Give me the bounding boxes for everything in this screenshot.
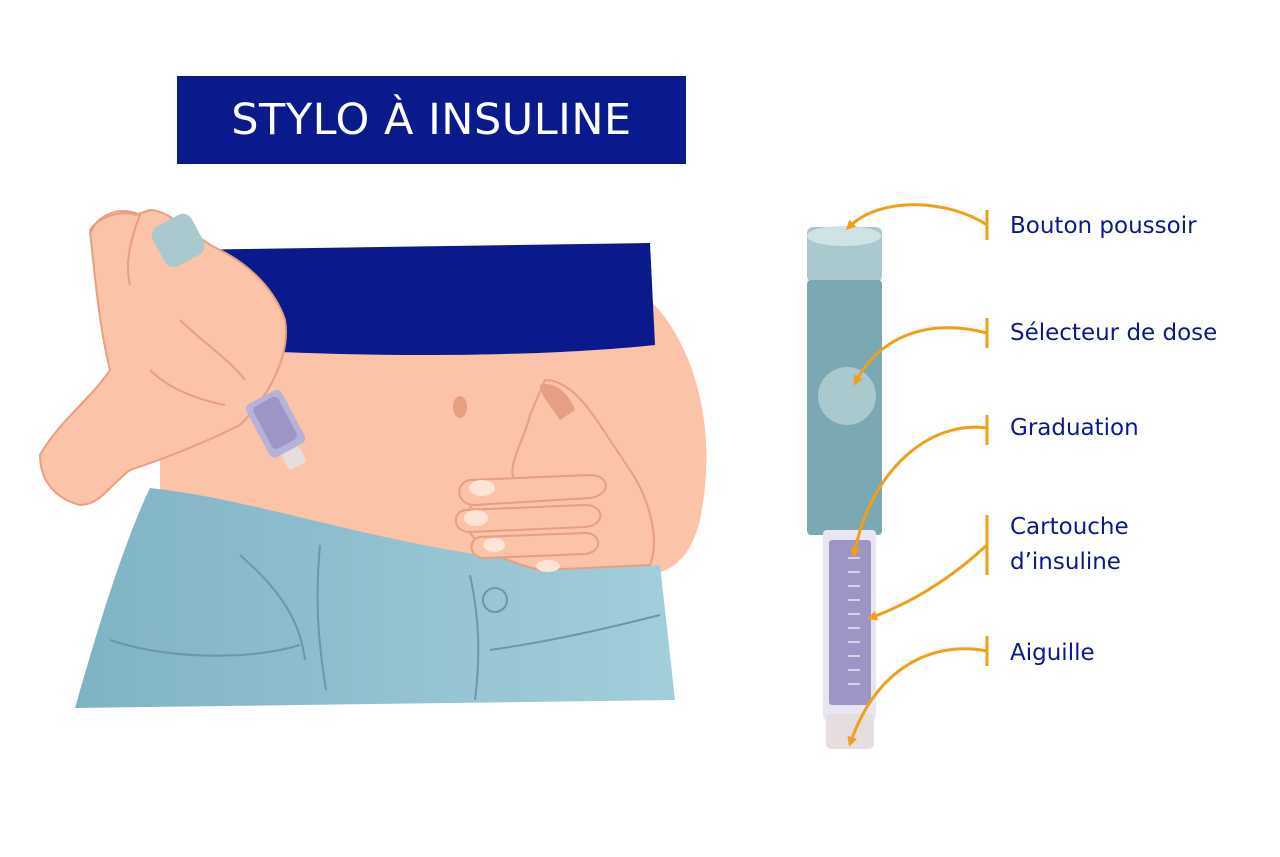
graduation-marks bbox=[848, 557, 860, 685]
dose-selector-dial bbox=[818, 367, 876, 425]
injecting-hand bbox=[38, 208, 306, 507]
pinching-hand bbox=[454, 378, 655, 572]
abdomen-illustration bbox=[38, 208, 707, 708]
pen-in-hand bbox=[151, 213, 306, 470]
insulin-pen-diagram bbox=[807, 226, 882, 749]
label-needle: Aiguille bbox=[1010, 640, 1095, 666]
page-title: STYLO À INSULINE bbox=[231, 95, 632, 145]
label-dose-selector: Sélecteur de dose bbox=[1010, 320, 1218, 346]
jeans bbox=[75, 488, 675, 708]
label-cartridge-line1: Cartouche bbox=[1010, 514, 1129, 540]
needle-cap bbox=[826, 714, 874, 749]
navel bbox=[453, 396, 467, 418]
label-graduation: Graduation bbox=[1010, 415, 1139, 441]
label-push-button: Bouton poussoir bbox=[1010, 213, 1197, 239]
shirt bbox=[180, 243, 655, 356]
insulin-cartridge bbox=[829, 540, 871, 705]
callout-arrows bbox=[845, 203, 989, 747]
label-cartridge-line2: d’insuline bbox=[1010, 549, 1121, 575]
title-banner: STYLO À INSULINE bbox=[177, 76, 686, 164]
